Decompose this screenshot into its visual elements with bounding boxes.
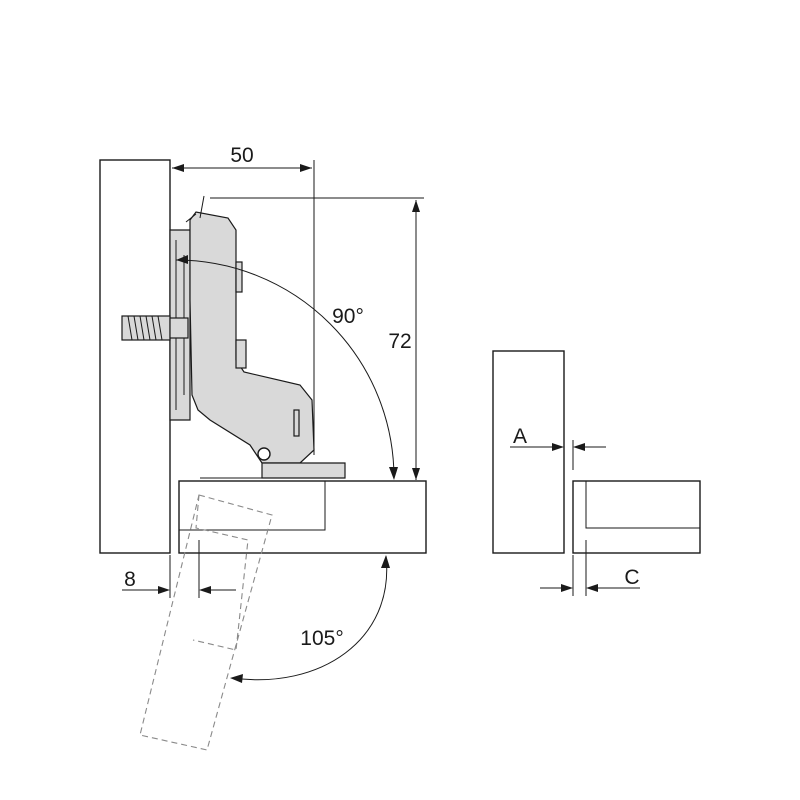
angle-105-label: 105°	[300, 627, 343, 650]
dimension-8: 8	[122, 540, 236, 598]
dimension-50: 50	[169, 144, 315, 455]
door-open-105-outline	[139, 494, 273, 751]
dimension-c: C	[540, 540, 640, 596]
mounting-screw	[121, 315, 189, 341]
angle-105: 105°	[230, 555, 390, 683]
dimension-50-label: 50	[230, 144, 253, 167]
hinge-cup-recess	[178, 481, 326, 531]
dimension-a-label: A	[513, 425, 527, 448]
detail-door	[572, 480, 701, 554]
dimension-c-label: C	[624, 566, 639, 589]
hinge-body	[169, 195, 346, 479]
cabinet-side-panel	[99, 159, 171, 554]
angle-90-label: 90°	[332, 305, 364, 328]
door-panel	[178, 480, 427, 554]
angle-90: 90°	[175, 255, 398, 480]
detail-side-panel	[492, 350, 565, 554]
dimension-a: A	[510, 425, 606, 470]
dimension-72: 72	[210, 197, 424, 480]
dimension-72-label: 72	[388, 330, 411, 353]
hinge-pivot	[257, 447, 271, 461]
dimension-8-label: 8	[124, 568, 136, 591]
hinge-cup	[261, 462, 346, 479]
